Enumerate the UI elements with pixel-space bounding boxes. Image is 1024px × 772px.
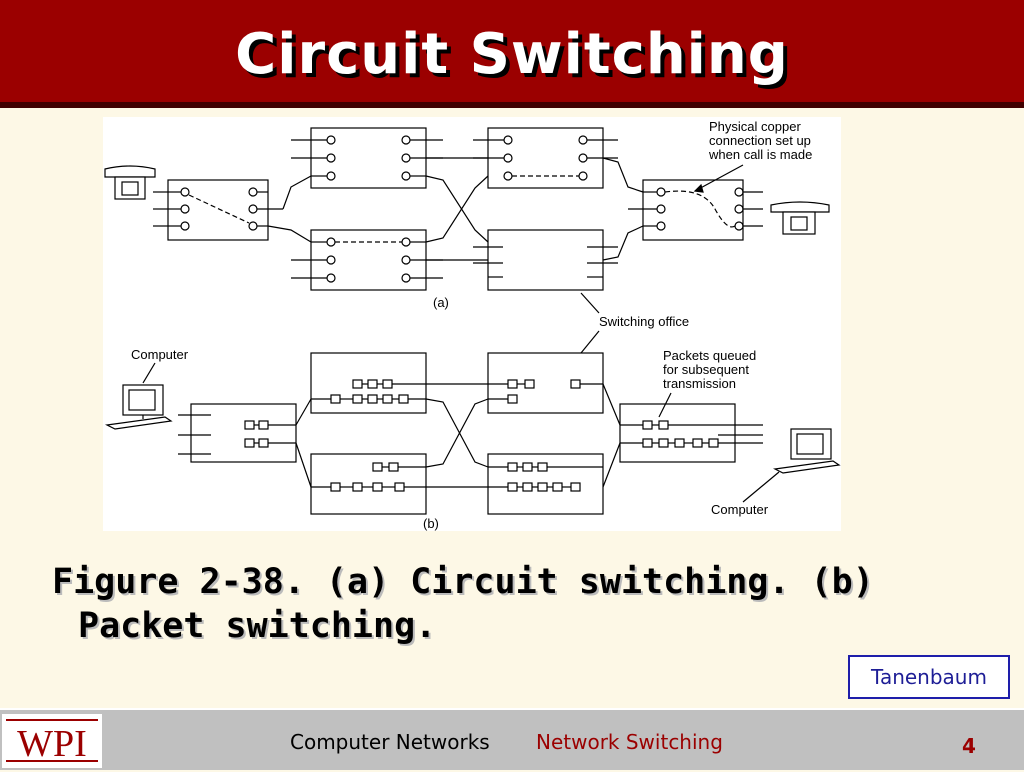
title-bar-stripe xyxy=(0,102,1024,108)
source-box: Tanenbaum xyxy=(848,655,1010,699)
trunk-lines-a xyxy=(267,157,644,261)
callout-computer-right: Computer xyxy=(711,502,769,517)
callout-office-arrow-down xyxy=(580,330,600,354)
computer-left-icon xyxy=(104,384,173,430)
page-number: 4 xyxy=(962,734,976,758)
office-a2 xyxy=(291,127,443,189)
callout-packets-line3: transmission xyxy=(663,376,736,391)
office-a6 xyxy=(628,179,763,241)
switching-figure: (a) Physical copper connection set up wh… xyxy=(103,117,841,531)
label-b: (b) xyxy=(423,516,439,531)
office-a3 xyxy=(291,229,443,291)
office-b3 xyxy=(310,453,427,515)
office-b4 xyxy=(487,352,604,414)
slide-title: Circuit Switching xyxy=(235,22,789,87)
title-bar xyxy=(0,0,1024,108)
callout-copper-line2: connection set up xyxy=(709,133,811,148)
callout-computer-left: Computer xyxy=(131,347,189,362)
callout-copper-arrow xyxy=(694,164,744,192)
callout-computer-right-arrow xyxy=(742,471,780,503)
office-b5 xyxy=(487,453,604,515)
callout-packets-line1: Packets queued xyxy=(663,348,756,363)
office-a4 xyxy=(473,127,618,189)
wpi-logo: WPI xyxy=(2,714,102,768)
office-a1 xyxy=(153,179,283,241)
office-b1 xyxy=(178,403,297,463)
footer-topic: Network Switching xyxy=(536,730,723,754)
callout-packets-arrow xyxy=(658,392,672,418)
trunk-lines-b xyxy=(295,383,621,488)
office-a5 xyxy=(473,229,618,291)
figure-caption: Figure 2-38. (a) Circuit switching. (b) … xyxy=(52,562,874,646)
office-b2 xyxy=(310,352,427,414)
callout-copper-line3: when call is made xyxy=(708,147,812,162)
callout-office-arrow-up xyxy=(580,292,600,314)
callout-switching-office: Switching office xyxy=(599,314,689,329)
logo-text: WPI xyxy=(17,723,87,765)
telephone-left-icon xyxy=(104,165,156,200)
callout-copper-line1: Physical copper xyxy=(709,119,801,134)
telephone-right-icon xyxy=(770,201,830,235)
label-a: (a) xyxy=(433,295,449,310)
office-b6 xyxy=(619,403,763,463)
footer-bar xyxy=(0,708,1024,770)
callout-packets-line2: for subsequent xyxy=(663,362,749,377)
computer-right-icon xyxy=(772,428,841,474)
footer-course: Computer Networks xyxy=(290,730,490,754)
